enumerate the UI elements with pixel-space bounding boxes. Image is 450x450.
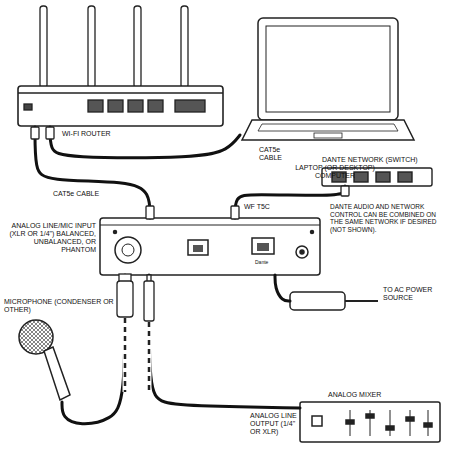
dashed-cable xyxy=(123,316,128,392)
audio-interface: ANALOG LINE/MIC INPUT (XLR OR 1/4") BALA… xyxy=(100,218,320,275)
router-drawing xyxy=(18,6,223,126)
cable xyxy=(275,275,290,301)
laptop-drawing xyxy=(242,120,414,140)
interface-drawing xyxy=(311,231,314,234)
cable-label: WF T5C xyxy=(243,203,280,211)
cable xyxy=(235,186,345,218)
xlr-plug xyxy=(117,274,133,317)
network-switch: DANTE NETWORK (SWITCH) xyxy=(322,168,432,186)
router-drawing xyxy=(88,6,95,88)
interface-drawing xyxy=(100,225,320,226)
interface-drawing xyxy=(114,231,117,234)
note: DANTE AUDIO AND NETWORK CONTROL CAN BE C… xyxy=(330,203,444,233)
device-label: MICROPHONE (CONDENSER OR OTHER) xyxy=(4,298,114,314)
interface-drawing xyxy=(100,218,320,275)
power-adapter-drawing xyxy=(290,292,345,310)
cable-label: CAT5e CABLE xyxy=(52,190,114,198)
router-drawing xyxy=(40,6,47,88)
cable-label: CAT5e CABLE xyxy=(258,146,290,162)
router-drawing xyxy=(148,100,163,112)
quarter-inch-plug xyxy=(144,281,154,321)
interface-drawing xyxy=(188,240,208,255)
interface-drawing xyxy=(296,246,308,258)
microphone: MICROPHONE (CONDENSER OR OTHER) xyxy=(14,318,72,402)
laptop-drawing xyxy=(266,26,390,112)
laptop-drawing xyxy=(314,133,342,138)
cable-plug xyxy=(31,127,349,219)
mixer-drawing xyxy=(386,426,394,430)
mixer-drawing xyxy=(410,410,411,436)
dashed-cable xyxy=(148,322,151,392)
power-adapter-drawing xyxy=(345,300,378,302)
router-drawing xyxy=(128,100,143,112)
laptop: LAPTOP (OR DESKTOP) COMPUTER xyxy=(240,18,415,142)
router-drawing xyxy=(175,100,205,112)
router-drawing xyxy=(18,92,223,93)
laptop-drawing xyxy=(258,124,398,131)
mixer-drawing xyxy=(406,417,414,421)
dashed-cable xyxy=(124,318,127,392)
mixer-drawing xyxy=(300,402,440,442)
switch-drawing xyxy=(376,172,390,182)
router-drawing xyxy=(181,6,188,88)
switch-drawing xyxy=(354,172,368,182)
router-drawing xyxy=(88,100,103,112)
laptop-drawing xyxy=(258,18,398,120)
mixer-drawing xyxy=(346,420,354,424)
xlr-plug xyxy=(117,281,133,317)
dashed-cable xyxy=(125,316,149,392)
mixer-drawing xyxy=(390,410,391,436)
interface-drawing xyxy=(100,218,320,275)
cable-plug xyxy=(31,127,39,139)
cable xyxy=(62,275,125,424)
power-adapter: TO AC POWER SOURCE xyxy=(290,292,345,310)
mixer-drawing xyxy=(300,402,440,442)
interface-drawing xyxy=(300,250,304,254)
device-label: LAPTOP (OR DESKTOP) COMPUTER xyxy=(285,164,385,180)
microphone-drawing xyxy=(44,347,70,400)
interface-drawing xyxy=(122,244,134,256)
router-drawing xyxy=(108,100,123,112)
mixer-drawing xyxy=(312,416,322,426)
device-label: ANALOG LINE/MIC INPUT (XLR OR 1/4") BALA… xyxy=(2,222,96,254)
interface-drawing xyxy=(193,245,203,252)
router-drawing xyxy=(18,86,223,126)
mixer-drawing xyxy=(424,423,432,427)
output-label: ANALOG LINE OUTPUT (1/4" OR XLR) xyxy=(250,412,298,436)
device-label: ANALOG MIXER xyxy=(328,391,428,399)
interface-drawing xyxy=(115,237,141,263)
analog-mixer: ANALOG MIXER xyxy=(300,402,440,442)
interface-drawing xyxy=(257,243,269,251)
router-drawing xyxy=(24,104,32,110)
cable xyxy=(50,127,240,158)
interface-drawing xyxy=(252,238,274,254)
router-drawing xyxy=(134,6,141,88)
cable xyxy=(35,127,150,218)
device-label: DANTE NETWORK (SWITCH) xyxy=(322,156,434,164)
power-adapter-drawing xyxy=(290,292,378,310)
port-label: Dante xyxy=(255,259,281,265)
microphone-drawing xyxy=(19,320,70,400)
router: WI-FI ROUTER xyxy=(15,85,225,127)
mixer-drawing xyxy=(366,414,374,418)
cable-plug xyxy=(231,206,239,219)
cable-plug xyxy=(146,206,154,219)
cable xyxy=(149,275,300,408)
device-label: WI-FI ROUTER xyxy=(62,130,152,138)
cable-plug xyxy=(46,127,54,139)
quarter-inch-plug xyxy=(144,275,154,321)
dashed-cable xyxy=(147,320,152,392)
laptop-drawing xyxy=(242,18,414,140)
cable-plug xyxy=(341,186,349,196)
device-label: TO AC POWER SOURCE xyxy=(383,286,438,302)
switch-drawing xyxy=(398,172,412,182)
